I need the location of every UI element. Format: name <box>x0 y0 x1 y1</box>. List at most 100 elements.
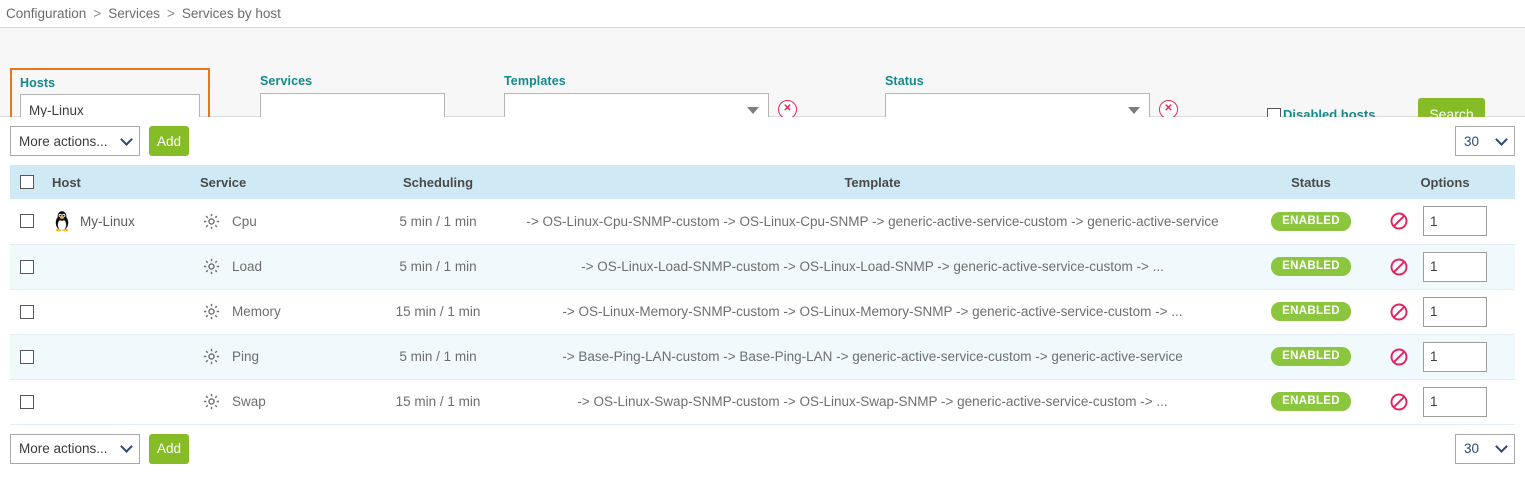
table-row: Ping 5 min / 1 min -> Base-Ping-LAN-cust… <box>10 334 1515 380</box>
service-cell: Memory <box>200 289 378 335</box>
header-options[interactable]: Options <box>1375 165 1515 199</box>
more-actions-label-bottom: More actions... <box>19 441 108 456</box>
templates-clear-icon[interactable]: ✕ <box>778 99 797 119</box>
host-name[interactable]: My-Linux <box>80 213 135 229</box>
scheduling-cell: 15 min / 1 min <box>378 289 498 335</box>
select-all-checkbox[interactable] <box>20 175 34 189</box>
template-cell: -> OS-Linux-Load-SNMP-custom -> OS-Linux… <box>498 244 1247 290</box>
template-cell: -> OS-Linux-Cpu-SNMP-custom -> OS-Linux-… <box>498 199 1247 245</box>
services-table: Host Service Scheduling Template Status … <box>10 165 1515 425</box>
status-clear-icon[interactable]: ✕ <box>1159 99 1178 119</box>
host-cell <box>52 244 200 290</box>
options-cell <box>1375 289 1515 335</box>
templates-label: Templates <box>504 74 566 88</box>
service-cell: Swap <box>200 379 378 425</box>
breadcrumb-separator: > <box>166 6 175 21</box>
breadcrumb-item-services[interactable]: Services <box>108 6 160 21</box>
gear-icon <box>203 213 220 229</box>
add-button-top[interactable]: Add <box>149 126 189 156</box>
template-cell: -> Base-Ping-LAN-custom -> Base-Ping-LAN… <box>498 334 1247 380</box>
options-cell <box>1375 199 1515 245</box>
more-actions-select-bottom[interactable]: More actions... <box>10 433 140 464</box>
status-cell: ENABLED <box>1247 334 1375 380</box>
header-status[interactable]: Status <box>1247 165 1375 199</box>
status-badge: ENABLED <box>1271 257 1351 276</box>
page-size-select-top[interactable]: 30 <box>1455 126 1515 156</box>
row-checkbox-cell <box>10 289 52 335</box>
service-name[interactable]: Ping <box>232 349 260 364</box>
service-name[interactable]: Swap <box>232 394 266 409</box>
chevron-down-icon <box>747 107 759 114</box>
gear-icon <box>203 303 220 320</box>
options-cell <box>1375 379 1515 425</box>
row-checkbox-cell <box>10 244 52 290</box>
options-cell <box>1375 334 1515 380</box>
row-checkbox[interactable] <box>20 349 34 364</box>
options-cell <box>1375 244 1515 290</box>
host-cell <box>52 334 200 380</box>
table-row: Swap 15 min / 1 min -> OS-Linux-Swap-SNM… <box>10 379 1515 425</box>
header-template[interactable]: Template <box>498 165 1247 199</box>
deny-icon[interactable] <box>1389 257 1409 277</box>
page-size-value-bottom: 30 <box>1464 441 1480 456</box>
chevron-down-icon <box>1128 107 1140 114</box>
gear-icon <box>203 348 220 365</box>
row-checkbox[interactable] <box>20 259 34 274</box>
linux-tux-icon <box>55 211 69 232</box>
row-checkbox[interactable] <box>20 304 34 319</box>
hosts-label: Hosts <box>20 76 56 90</box>
scheduling-cell: 5 min / 1 min <box>378 199 498 245</box>
row-checkbox[interactable] <box>20 394 34 409</box>
add-button-bottom[interactable]: Add <box>149 433 189 464</box>
deny-icon[interactable] <box>1389 211 1409 231</box>
scheduling-cell: 5 min / 1 min <box>378 334 498 380</box>
scheduling-cell: 15 min / 1 min <box>378 379 498 425</box>
row-checkbox[interactable] <box>20 214 34 229</box>
table-header-row: Host Service Scheduling Template Status … <box>10 165 1515 199</box>
row-checkbox-cell <box>10 334 52 380</box>
header-scheduling[interactable]: Scheduling <box>378 165 498 199</box>
options-quantity-input[interactable] <box>1423 386 1487 417</box>
deny-icon[interactable] <box>1389 392 1409 412</box>
status-badge: ENABLED <box>1271 392 1351 411</box>
template-cell: -> OS-Linux-Memory-SNMP-custom -> OS-Lin… <box>498 289 1247 335</box>
service-cell: Cpu <box>200 199 378 245</box>
breadcrumb-item-services-by-host[interactable]: Services by host <box>181 6 281 21</box>
deny-icon[interactable] <box>1389 347 1409 367</box>
status-badge: ENABLED <box>1271 211 1351 231</box>
table-row: Load 5 min / 1 min -> OS-Linux-Load-SNMP… <box>10 244 1515 290</box>
page-size-select-bottom[interactable]: 30 <box>1455 433 1515 464</box>
table-row: My-Linux Cpu 5 min / 1 min -> OS-Linux-C… <box>10 199 1515 245</box>
options-quantity-input[interactable] <box>1423 341 1487 372</box>
row-checkbox-cell <box>10 199 52 245</box>
status-cell: ENABLED <box>1247 244 1375 290</box>
breadcrumb-item-configuration[interactable]: Configuration <box>6 6 87 21</box>
header-service[interactable]: Service <box>200 165 378 199</box>
options-quantity-input[interactable] <box>1423 251 1487 282</box>
status-cell: ENABLED <box>1247 199 1375 245</box>
service-name[interactable]: Cpu <box>232 213 257 229</box>
toolbar-top: More actions... Add 30 <box>0 117 1525 165</box>
more-actions-select-top[interactable]: More actions... <box>10 126 140 156</box>
options-quantity-input[interactable] <box>1423 206 1487 237</box>
host-cell: My-Linux <box>52 199 200 245</box>
deny-icon[interactable] <box>1389 302 1409 322</box>
chevron-down-icon <box>1495 440 1508 453</box>
services-label: Services <box>260 74 313 88</box>
chevron-down-icon <box>120 440 133 453</box>
options-quantity-input[interactable] <box>1423 296 1487 327</box>
page-size-value-top: 30 <box>1464 133 1480 149</box>
toolbar-bottom: More actions... Add 30 <box>0 424 1525 473</box>
host-cell <box>52 289 200 335</box>
service-cell: Ping <box>200 334 378 380</box>
scheduling-cell: 5 min / 1 min <box>378 244 498 290</box>
service-name[interactable]: Memory <box>232 304 281 319</box>
status-badge: ENABLED <box>1271 347 1351 366</box>
table-row: Memory 15 min / 1 min -> OS-Linux-Memory… <box>10 289 1515 335</box>
status-cell: ENABLED <box>1247 289 1375 335</box>
more-actions-label-top: More actions... <box>19 133 108 149</box>
gear-icon <box>203 258 220 275</box>
service-name[interactable]: Load <box>232 259 263 274</box>
table-body: My-Linux Cpu 5 min / 1 min -> OS-Linux-C… <box>10 199 1515 425</box>
header-host[interactable]: Host <box>52 165 200 199</box>
